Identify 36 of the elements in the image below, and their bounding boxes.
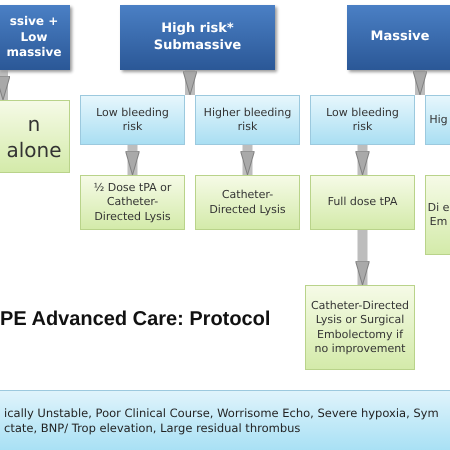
category-box	[120, 5, 275, 70]
box-text: Full dose tPA	[328, 195, 398, 210]
box-text: Higher bleeding risk	[202, 106, 292, 134]
box-text: Low bleeding risk	[95, 106, 170, 134]
treatment-box	[80, 175, 185, 230]
treatment-box	[0, 100, 70, 173]
treatment-box	[305, 285, 415, 370]
category-box	[347, 5, 450, 70]
treatment-box	[310, 175, 415, 230]
block-arrow	[412, 70, 428, 96]
box-text: n alone	[5, 110, 63, 162]
block-arrow	[240, 145, 255, 176]
risk-box	[310, 95, 415, 145]
block-arrow	[0, 70, 10, 100]
box-text: Massive	[370, 29, 430, 46]
block-arrow	[355, 230, 370, 286]
box-text: ½ Dose tPA or Catheter-Directed Lysis	[92, 181, 172, 224]
box-text: Low bleeding risk	[325, 106, 400, 134]
block-arrow	[125, 145, 140, 176]
box-text: ssive + Low massive	[6, 14, 62, 61]
box-text: Hig	[429, 112, 448, 128]
block-arrow	[355, 145, 370, 176]
box-text: High risk* Submassive	[152, 20, 242, 54]
risk-box	[80, 95, 185, 145]
treatment-box	[195, 175, 300, 230]
box-text: Di e Em	[426, 200, 450, 230]
block-arrow	[182, 70, 198, 96]
box-text: Catheter-Directed Lysis or Surgical Embolectomy if no improvement	[310, 298, 410, 356]
box-text: Catheter-Directed Lysis	[208, 188, 287, 217]
diagram-title: PE Advanced Care: Protocol	[0, 308, 270, 331]
risk-box	[425, 95, 450, 145]
criteria-banner	[0, 390, 450, 450]
category-box	[0, 5, 70, 70]
treatment-box	[425, 175, 450, 255]
box-text: ically Unstable, Poor Clinical Course, Worrisome Echo, Severe hypoxia, Sym ctate, BNP/ Trop elevation, Large residual thrombus	[4, 406, 440, 436]
risk-box	[195, 95, 300, 145]
